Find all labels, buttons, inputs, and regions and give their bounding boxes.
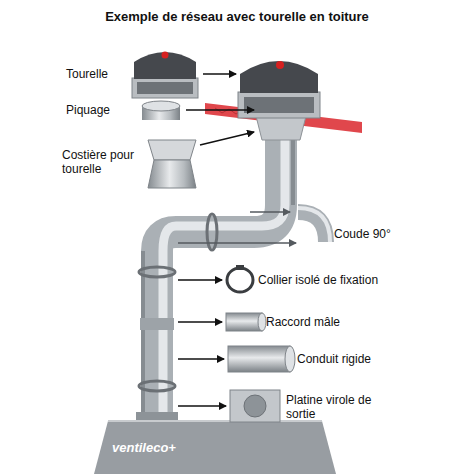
leader-arrow — [178, 242, 296, 244]
small-tourelle-dome — [134, 52, 196, 79]
costiere-icon-top — [148, 140, 196, 160]
leader-arrow — [203, 73, 236, 75]
conduit-icon — [228, 346, 290, 372]
part-label: Platine virole de sortie — [286, 393, 372, 421]
tourelle-base — [238, 92, 320, 118]
platine-icon — [230, 390, 280, 422]
collar — [139, 381, 175, 391]
leader-arrow — [178, 358, 224, 360]
small-tourelle-base — [132, 78, 198, 98]
hood — [94, 421, 336, 474]
leader-arrow — [178, 321, 222, 323]
leader-arrow — [296, 214, 300, 215]
tourelle-dot — [276, 61, 284, 69]
part-label: Piquage — [66, 103, 136, 117]
tourelle-dome — [240, 61, 318, 93]
collar — [139, 267, 175, 277]
collar — [207, 214, 217, 250]
elbow-icon-hl — [298, 208, 330, 242]
leader-arrow — [250, 211, 290, 213]
leader-arrow — [200, 132, 254, 145]
raccord-icon-end — [258, 313, 266, 331]
leader-arrow — [186, 109, 254, 111]
part-label: Costière pour tourelle — [62, 148, 142, 176]
part-label: Coude 90° — [334, 227, 434, 241]
brand-watermark: ventileco+ — [112, 440, 232, 455]
conduit-icon-end — [285, 346, 295, 372]
leader-arrow — [178, 279, 222, 281]
part-label: Conduit rigide — [297, 352, 417, 366]
costiere — [256, 116, 306, 140]
small-tourelle-dot — [162, 52, 169, 59]
coupling — [140, 318, 174, 330]
small-tourelle-grille — [137, 82, 193, 94]
collar-icon — [227, 268, 253, 292]
raccord-icon — [226, 313, 262, 331]
part-label: Tourelle — [66, 67, 130, 81]
collar-icon-clamp — [236, 265, 244, 270]
part-label: Collier isolé de fixation — [258, 273, 438, 287]
part-label: Raccord mâle — [266, 315, 386, 329]
diagram-title: Exemple de réseau avec tourelle en toitu… — [0, 9, 474, 24]
piquage-icon-rim — [142, 101, 180, 111]
costiere-icon-body — [148, 160, 196, 188]
tourelle-grille — [244, 97, 314, 113]
platine-icon-hole — [244, 395, 266, 417]
leader-arrow — [178, 405, 226, 407]
